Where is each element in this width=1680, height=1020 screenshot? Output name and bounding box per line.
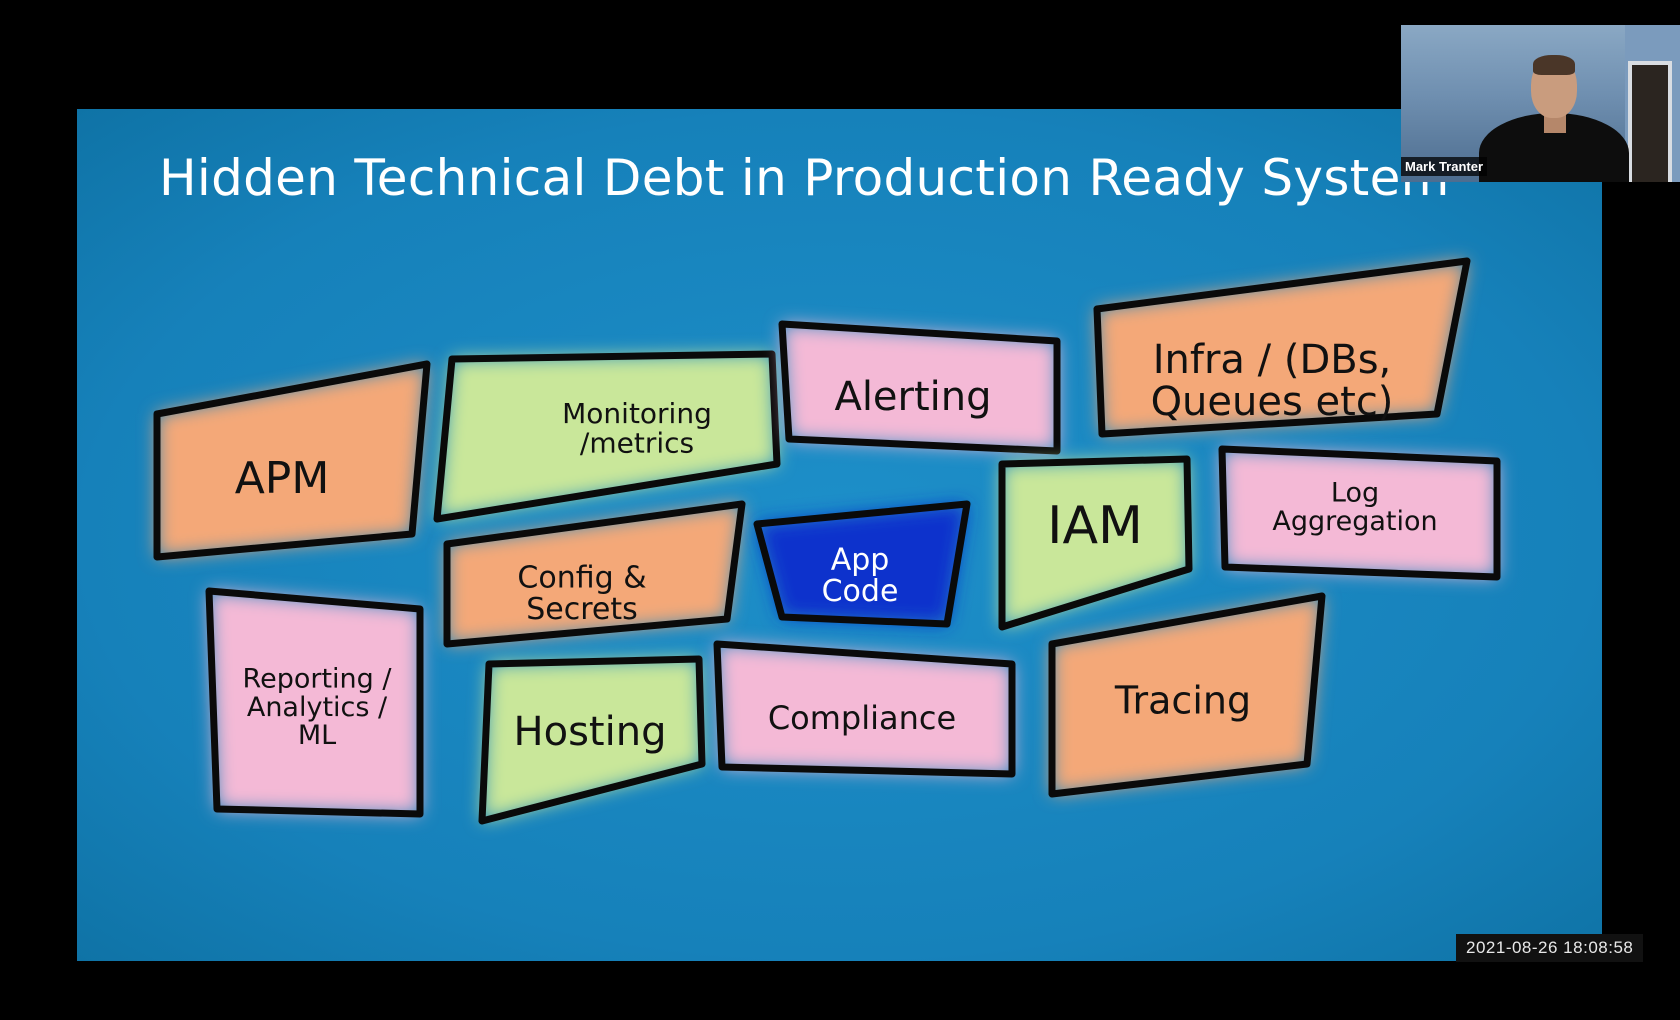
sticky-box-fill bbox=[1002, 459, 1189, 627]
slide-title: Hidden Technical Debt in Production Read… bbox=[159, 149, 1450, 207]
sticky-box-label: Queues etc) bbox=[1151, 379, 1394, 425]
sticky-box-config: Config &Secrets bbox=[443, 500, 746, 648]
sticky-box-label: Alerting bbox=[834, 374, 991, 420]
sticky-box-outline bbox=[205, 587, 424, 818]
sticky-box-monitoring: Monitoring/metrics bbox=[433, 350, 781, 523]
sticky-box-label: Analytics / bbox=[247, 692, 388, 723]
sticky-box-label: Aggregation bbox=[1272, 506, 1437, 537]
sticky-box-label: App bbox=[831, 543, 890, 578]
sticky-box-label: Code bbox=[822, 574, 899, 609]
sticky-box-label: Monitoring bbox=[562, 397, 712, 430]
sticky-box-label: Infra / (DBs, bbox=[1153, 337, 1392, 383]
sticky-box-fill bbox=[1222, 449, 1497, 577]
sticky-box-label: APM bbox=[235, 453, 330, 504]
sticky-box-outline bbox=[1218, 445, 1501, 581]
sticky-box-iam: IAM bbox=[998, 455, 1193, 631]
sticky-box-reporting: Reporting /Analytics /ML bbox=[205, 587, 424, 818]
sticky-box-alerting: Alerting bbox=[778, 320, 1061, 455]
webcam-video-feed bbox=[1401, 25, 1680, 182]
sticky-box-outline bbox=[998, 455, 1193, 631]
recording-timestamp: 2021-08-26 18:08:58 bbox=[1456, 934, 1644, 962]
sticky-box-fill bbox=[717, 644, 1012, 774]
sticky-box-label: Secrets bbox=[526, 592, 638, 627]
sticky-box-outline bbox=[433, 350, 781, 523]
sticky-box-label: /metrics bbox=[580, 426, 694, 459]
participant-name-label: Mark Tranter bbox=[1401, 157, 1488, 176]
sticky-box-outline bbox=[713, 640, 1016, 778]
sticky-box-label: ML bbox=[298, 720, 336, 751]
sticky-box-label: Hosting bbox=[514, 709, 667, 755]
sticky-box-apm: APM bbox=[153, 360, 431, 561]
sticky-box-label: Config & bbox=[517, 561, 646, 596]
sticky-box-compliance: Compliance bbox=[713, 640, 1016, 778]
sticky-box-outline bbox=[1048, 592, 1326, 798]
sticky-box-infra: Infra / (DBs,Queues etc) bbox=[1093, 257, 1471, 438]
sticky-box-fill bbox=[757, 504, 967, 624]
sticky-box-fill bbox=[1097, 261, 1467, 434]
sticky-box-fill bbox=[1052, 596, 1322, 794]
sticky-box-outline bbox=[478, 655, 706, 825]
sticky-box-label: Compliance bbox=[768, 699, 956, 737]
sticky-box-fill bbox=[482, 659, 702, 821]
sticky-box-fill bbox=[157, 364, 427, 557]
sticky-box-label: Reporting / bbox=[243, 664, 393, 695]
sticky-box-hosting: Hosting bbox=[478, 655, 706, 825]
sticky-box-label: Tracing bbox=[1114, 679, 1251, 723]
sticky-box-outline bbox=[778, 320, 1061, 455]
sticky-box-outline bbox=[1093, 257, 1471, 438]
sticky-box-fill bbox=[447, 504, 742, 644]
sticky-box-outline bbox=[443, 500, 746, 648]
sticky-note-board: APM Monitoring/metrics Alerting Infra / (DB… bbox=[153, 257, 1501, 825]
sticky-box-fill bbox=[209, 591, 420, 814]
sticky-box-label: Log bbox=[1331, 478, 1379, 509]
sticky-box-fill bbox=[782, 324, 1057, 451]
sticky-box-tracing: Tracing bbox=[1048, 592, 1326, 798]
sticky-box-label: IAM bbox=[1047, 496, 1143, 556]
presentation-slide: Hidden Technical Debt in Production Read… bbox=[77, 109, 1602, 961]
sticky-box-outline bbox=[753, 500, 971, 628]
sticky-box-outline bbox=[153, 360, 431, 561]
